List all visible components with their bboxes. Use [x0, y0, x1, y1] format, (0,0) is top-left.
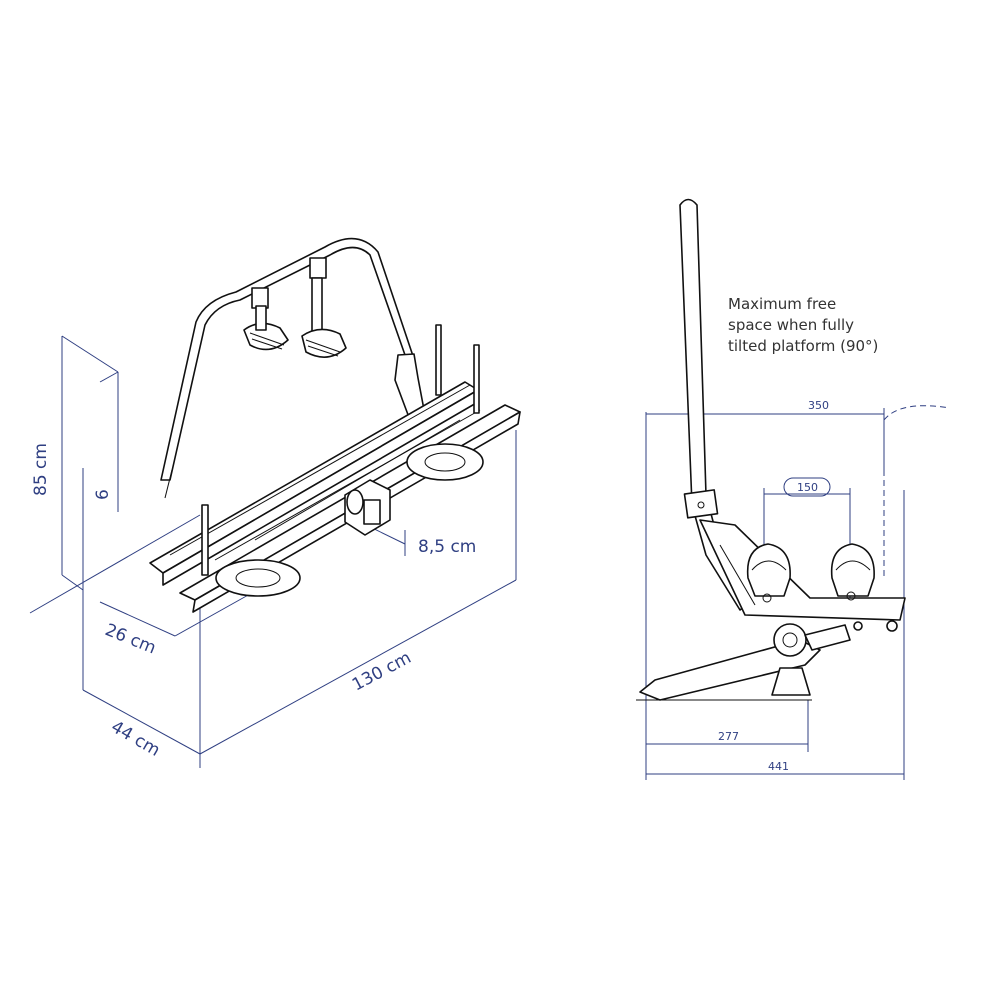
isometric-bike-carrier: 85 cm 6 8,5 cm 26 cm 130 cm 44 cm	[29, 237, 521, 768]
note-line-3: tilted platform (90°)	[728, 337, 879, 355]
base-partial-label: 277	[718, 730, 739, 743]
isometric-dimension-lines	[29, 335, 517, 768]
side-view-frame	[679, 198, 906, 621]
length-label: 130 cm	[349, 648, 415, 696]
height-label: 85 cm	[31, 443, 51, 496]
note-line-2: space when fully	[728, 316, 855, 334]
side-view-bike-carrier: 350 150 277 441	[636, 198, 951, 780]
wheel-spacing-label: 150	[797, 481, 818, 494]
carrier-frame-arch	[160, 237, 426, 499]
offset-label: 8,5 cm	[418, 537, 476, 557]
depth-label: 44 cm	[108, 717, 164, 761]
top-width-label: 350	[808, 399, 829, 412]
side-view-wheel-clamps	[746, 543, 898, 632]
side-view-dimension-lines	[645, 405, 951, 780]
upper-wheel-holders	[243, 257, 347, 358]
wheel-trays	[215, 443, 484, 597]
small-height-label: 6	[93, 489, 113, 500]
depth-small-label: 26 cm	[102, 620, 159, 658]
note-line-1: Maximum free	[728, 295, 837, 313]
total-width-label: 441	[768, 760, 789, 773]
center-mount	[344, 479, 391, 536]
side-view-base	[636, 623, 851, 701]
free-space-note: Maximum free space when fully tilted pla…	[728, 294, 928, 357]
